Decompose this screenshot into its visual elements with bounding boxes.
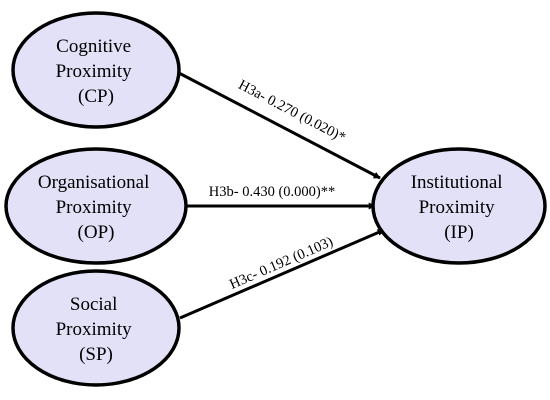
node-sp-line-2: Proximity [56, 319, 133, 340]
node-op-line-2: Proximity [56, 197, 133, 218]
node-op-text: Organisational Proximity (OP) [38, 172, 154, 243]
node-sp-text: Social Proximity (SP) [56, 294, 137, 365]
node-ip-line-2: Proximity [419, 197, 496, 218]
node-cp-shape [11, 11, 181, 129]
node-sp-line-1: Social [70, 294, 118, 315]
node-ip-text: Institutional Proximity (IP) [411, 172, 508, 243]
node-op-line-3: (OP) [78, 222, 115, 243]
node-ip-line-3: (IP) [444, 222, 474, 243]
node-ip-shape [371, 147, 547, 265]
edge-h3b-label: H3b- 0.430 (0.000)** [209, 184, 335, 200]
node-cp-text: Cognitive Proximity (CP) [56, 36, 137, 107]
node-social-proximity: Social Proximity (SP) [11, 269, 181, 387]
node-op-shape [4, 147, 188, 265]
node-ip-line-1: Institutional [411, 172, 503, 193]
edge-h3c-label: H3c- 0.192 (0.103) [227, 234, 335, 293]
node-sp-shape [11, 269, 181, 387]
node-sp-line-3: (SP) [79, 344, 113, 365]
node-institutional-proximity: Institutional Proximity (IP) [371, 147, 547, 265]
node-organisational-proximity: Organisational Proximity (OP) [4, 147, 188, 265]
edge-h3a-arrow [176, 70, 381, 180]
node-cp-line-2: Proximity [56, 61, 133, 82]
node-op-line-1: Organisational [38, 172, 150, 193]
node-cp-line-1: Cognitive [56, 36, 131, 57]
node-cp-line-3: (CP) [78, 86, 114, 107]
node-cognitive-proximity: Cognitive Proximity (CP) [11, 11, 181, 129]
edge-h3c-arrow [179, 228, 385, 320]
